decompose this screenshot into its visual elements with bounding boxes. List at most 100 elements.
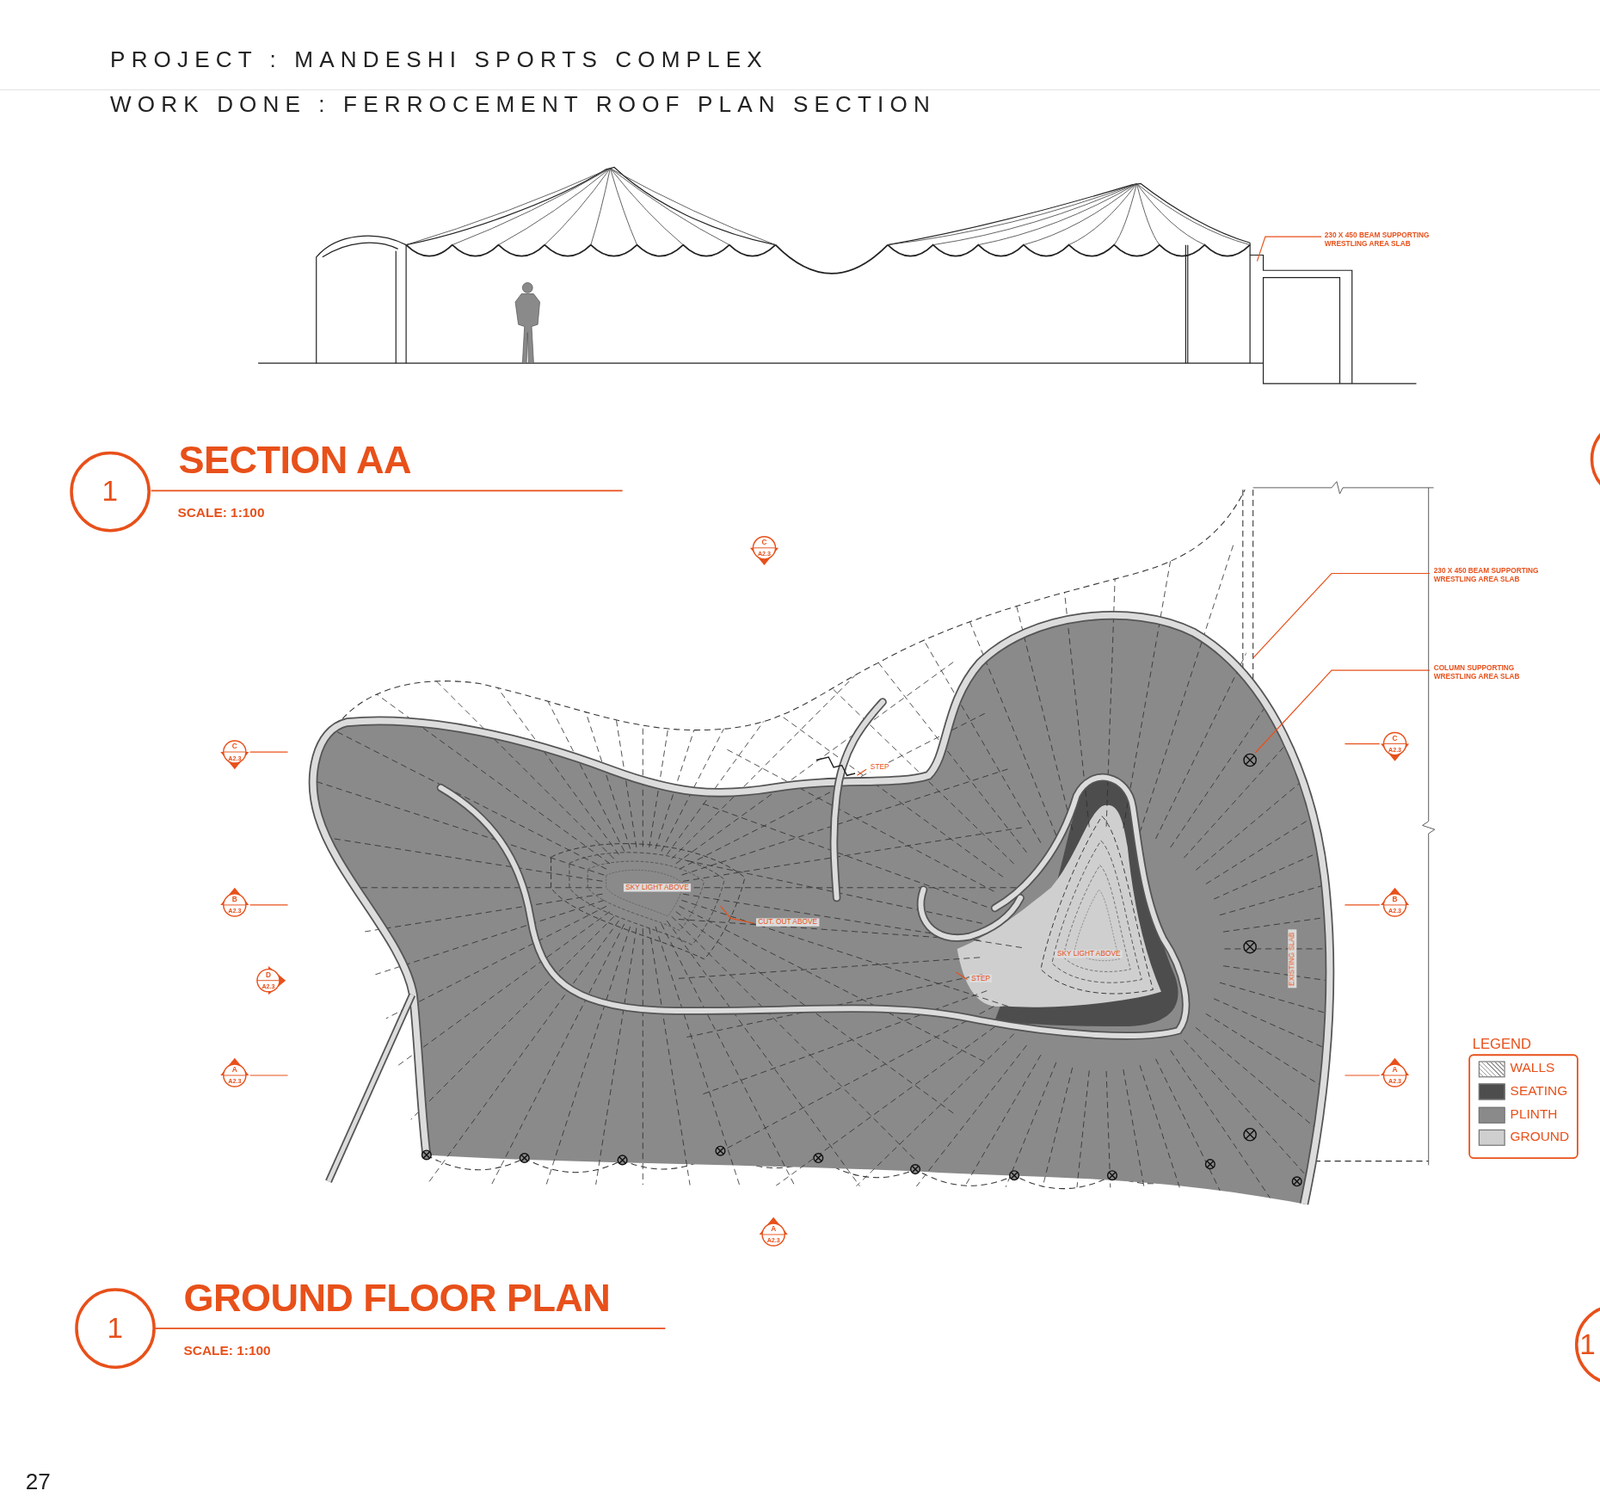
roof-fold [498,168,610,246]
marker-divider [223,1074,247,1076]
roof-rib [642,928,644,1275]
roof-rib [1213,998,1494,1124]
roof-fold [452,168,611,246]
skylight-ring [1052,840,1142,983]
callout-circle: 1 [67,449,152,534]
roof-scallop [887,245,1250,257]
leader-line [1256,236,1322,261]
roof-scallop [406,245,776,257]
roof-rib [793,651,1015,864]
column [519,1153,530,1164]
sheet-reference: A2.3 [247,981,289,990]
roof-rib [1195,1027,1431,1225]
walls [313,615,1330,1204]
skylight-ring [551,843,745,960]
stair [816,756,856,776]
roof-rib [467,541,625,851]
legend-text: GROUND [1510,1129,1570,1145]
column [1009,1170,1020,1181]
sheet-reference: A2.3 [214,1076,255,1085]
legend-text: PLINTH [1510,1107,1558,1123]
roof-rib [1219,830,1514,916]
human-figure [515,283,540,364]
sheet-subtitle: WORK DONE : FERROCEMENT ROOF PLAN SECTIO… [110,92,936,118]
roof-rib [683,886,1031,888]
marker-letter: A [1374,1065,1416,1074]
roof-rib [1183,1040,1389,1268]
plan-note: STEP [969,974,992,984]
marker-divider [762,1233,785,1235]
marker-divider [223,904,247,905]
column-cross [1245,1130,1255,1139]
marker-letter: C [1374,733,1416,742]
roof-rib [723,747,994,892]
roof-fold [609,168,684,246]
scale-note: SCALE: 1:100 [184,1343,271,1360]
marker-divider [1384,904,1407,905]
column-cross [911,1165,918,1172]
roof-rib [1223,966,1527,1010]
marker-letter: D [247,970,289,979]
roof-rib [676,659,957,864]
roof-rib [582,928,637,1271]
plan-note: SKY LIGHT ABOVE [623,883,691,893]
column [910,1164,921,1175]
marker-letter: A [752,1224,794,1233]
section-marker: CA2.3 [744,527,785,568]
roof-rib [1213,774,1494,899]
section-marker: CA2.3 [214,731,255,772]
node-shape [744,527,785,568]
roof-rib [887,578,1041,844]
column [1243,1128,1256,1141]
roof-rib [1057,1070,1090,1375]
column-cross [1245,942,1255,952]
column-cross [815,1154,822,1161]
column [1107,1170,1118,1181]
roof-fold [406,168,610,246]
legend-swatch [1478,1060,1506,1077]
column-note: COLUMN SUPPORTING WRESTLING AREA SLAB [1433,664,1546,681]
column-cross [1245,756,1255,765]
plan-note: SKY LIGHT ABOVE [1055,949,1123,959]
roof-fold [978,183,1137,245]
legend-text: SEATING [1510,1083,1569,1100]
roof-fold [609,168,729,246]
column [715,1145,726,1156]
callout-circle: 1 [73,1286,157,1370]
roof-rib [414,920,619,1201]
roof-rib [1219,982,1514,1067]
roof-fold [609,168,776,246]
column [1206,1159,1216,1170]
roof-rib [1123,1069,1177,1371]
sheet-reference: A2.3 [752,1236,794,1244]
section-marker: BA2.3 [1374,884,1416,925]
node-shape [752,1213,794,1255]
column-cross [423,1151,430,1158]
sheet-reference: A2.3 [1374,744,1416,753]
column-cross [717,1147,724,1154]
column-cross [1206,1160,1213,1167]
sheet-reference: A2.3 [744,549,785,558]
title-rule [154,1327,665,1330]
roof-rib [259,893,603,948]
roof-rib [671,613,917,859]
plan-note: CUT. OUT ABOVE [756,917,819,927]
column-cross [1010,1171,1017,1178]
beam-note: 230 X 450 BEAM SUPPORTING WRESTLING AREA… [1433,566,1557,584]
roof-rib [666,920,871,1201]
roof-rib [755,1021,1004,1201]
node-shape [214,884,255,925]
node-shape [1374,723,1416,764]
roof-rib [699,802,987,908]
column [1243,940,1256,953]
roof-rib [1139,541,1235,832]
roof-rib [523,518,631,849]
section-drawing [258,166,1416,383]
roof-rib [1139,1064,1235,1356]
legend-title: LEGEND [1472,1035,1532,1053]
roof-rib [998,1067,1073,1365]
roof-rib [1156,563,1291,839]
roof-rib [649,928,704,1271]
plan-note: STEP [867,763,891,772]
